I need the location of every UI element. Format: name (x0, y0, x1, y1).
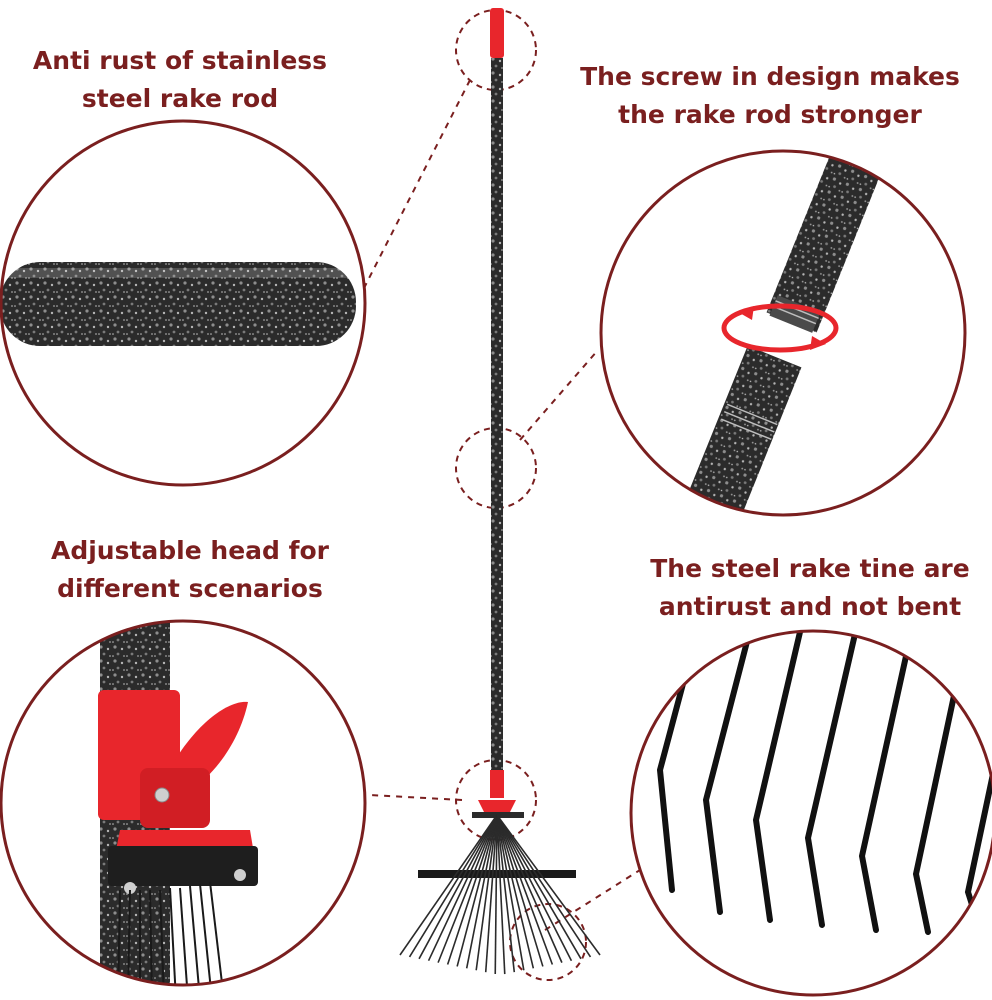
caption-line: Adjustable head for (50, 536, 330, 565)
adjustable-head-circle (0, 619, 367, 987)
rake-tine (446, 814, 498, 965)
rake-tine (496, 814, 525, 971)
steel-tines-circle (629, 629, 992, 997)
caption-screw-design: The screw in design makes the rake rod s… (570, 58, 970, 134)
rod-closeup-circle (0, 119, 367, 487)
rake-tine (437, 814, 498, 963)
rake-tine (427, 814, 498, 962)
bent-tine (752, 631, 803, 923)
main-rake (399, 8, 601, 975)
caption-line: antirust and not bent (658, 592, 962, 621)
caption-line: The steel rake tine are (650, 554, 970, 583)
connector-lines (361, 79, 641, 931)
rake-tine (496, 814, 544, 967)
caption-line: different scenarios (57, 574, 323, 603)
rake-tine (496, 814, 516, 973)
caption-line: the rake rod stronger (618, 100, 922, 129)
caption-steel-tines: The steel rake tine are antirust and not… (640, 550, 980, 626)
rake-tine (496, 814, 592, 958)
bent-tine (804, 631, 858, 928)
rake-tine (496, 814, 554, 965)
rake-tine (496, 814, 582, 960)
rake-tine (475, 814, 498, 971)
bent-tine (702, 631, 753, 915)
caption-rod-antirust: Anti rust of stainless steel rake rod (30, 42, 330, 118)
bent-tine (912, 641, 968, 935)
caption-line: Anti rust of stainless (32, 46, 328, 75)
rake-tine (456, 814, 498, 967)
rake-tine (496, 814, 573, 962)
rake-tine (399, 814, 498, 956)
callout-circles (455, 9, 587, 981)
rake-tine (494, 814, 498, 975)
screw-joint-circle (599, 149, 967, 517)
rake-tine (496, 814, 601, 956)
rake-tine (408, 814, 498, 958)
bent-tine (858, 635, 913, 933)
rake-tine (484, 814, 498, 973)
rake-tine (465, 814, 498, 969)
caption-line: The screw in design makes (580, 62, 960, 91)
rake-tine (496, 814, 563, 963)
caption-line: steel rake rod (81, 84, 279, 113)
rake-tine (496, 814, 535, 969)
caption-adjustable-head: Adjustable head for different scenarios (40, 532, 340, 608)
rake-tine (418, 814, 498, 960)
rake-tine (496, 814, 506, 975)
